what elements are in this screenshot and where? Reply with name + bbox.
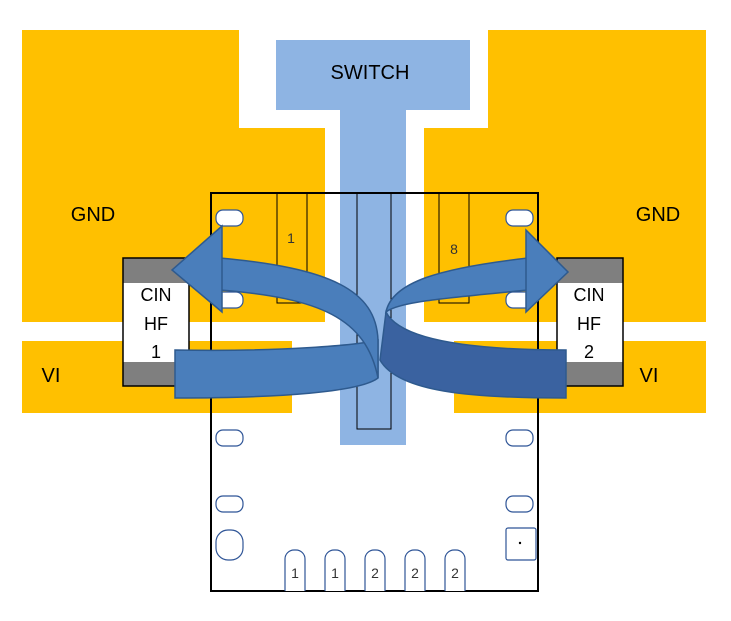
gnd-label-left: GND	[71, 204, 115, 226]
side-pad-square	[505, 527, 537, 561]
cap-label-line3: 2	[584, 342, 594, 362]
arrow-head-right	[525, 228, 570, 314]
bottom-pin-number: 2	[371, 565, 379, 581]
cap-terminal-bottom	[557, 362, 623, 386]
pin-number-8: 8	[450, 241, 458, 257]
gnd-copper-left	[22, 30, 325, 322]
cap-outline	[122, 257, 190, 387]
side-pad	[505, 495, 534, 513]
bottom-pad	[444, 549, 466, 591]
switch-trace-stem	[340, 108, 406, 445]
bottom-pads: 1 1 2 2 2	[284, 549, 466, 591]
capacitor-cin-hf-2: CIN HF 2	[556, 257, 624, 387]
cap-label-line2: HF	[144, 314, 168, 334]
bottom-pin-number: 2	[451, 565, 459, 581]
cap-label-line1: CIN	[141, 285, 172, 305]
cap-terminal-top	[557, 258, 623, 283]
cap-label-line1: CIN	[574, 285, 605, 305]
pin1-marker-dot	[518, 541, 522, 545]
side-pad	[505, 209, 534, 227]
pin-number-1: 1	[287, 230, 295, 246]
cap-label-line2: HF	[577, 314, 601, 334]
bottom-pad	[284, 549, 306, 591]
current-loop-arrow-right	[379, 228, 570, 399]
side-pad	[215, 429, 244, 447]
side-pad	[215, 495, 244, 513]
side-pad	[215, 529, 244, 561]
bottom-pad	[324, 549, 346, 591]
cap-outline	[556, 257, 624, 387]
pin-pad-8	[438, 192, 470, 304]
bottom-pin-number: 1	[291, 565, 299, 581]
switch-label: SWITCH	[331, 62, 410, 84]
gnd-copper-right	[424, 30, 706, 322]
arrow-body-front	[379, 309, 567, 399]
vi-label-left: VI	[42, 365, 61, 387]
switch-trace-top	[276, 40, 470, 110]
pin-pad-1	[276, 192, 308, 304]
cap-body	[557, 283, 623, 362]
gnd-label-right: GND	[636, 204, 680, 226]
side-pad	[215, 209, 244, 227]
bottom-pin-number: 2	[411, 565, 419, 581]
bottom-pad	[364, 549, 386, 591]
side-pad	[505, 429, 534, 447]
bottom-pad	[404, 549, 426, 591]
cap-label-line3: 1	[151, 342, 161, 362]
current-loop-arrow-left	[170, 224, 379, 399]
bottom-pin-number: 1	[331, 565, 339, 581]
vi-label-right: VI	[640, 365, 659, 387]
cap-body	[123, 283, 189, 362]
arrow-head-left	[170, 224, 223, 314]
